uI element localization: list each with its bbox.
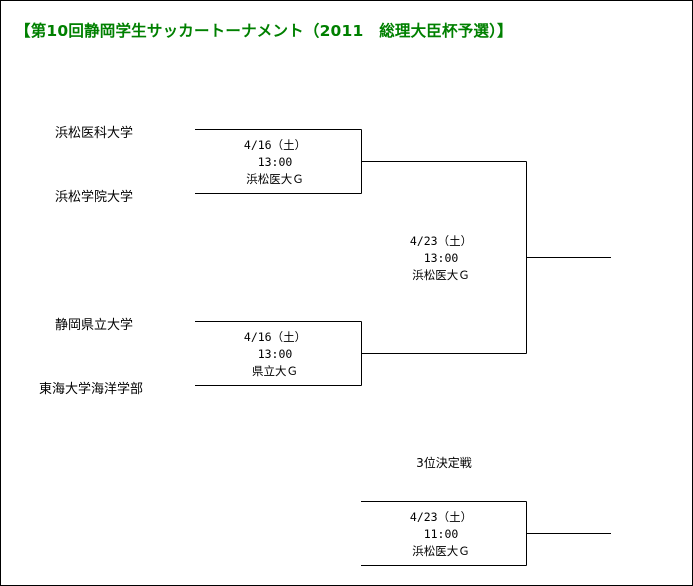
final-venue: 浜松医大Ｇ xyxy=(412,268,470,282)
third-place-label: 3位決定戦 xyxy=(416,456,472,470)
team-2: 浜松学院大学 xyxy=(55,190,134,205)
page-title: 【第10回静岡学生サッカートーナメント（2011 総理大臣杯予選）】 xyxy=(15,22,513,40)
sf1-time: 13:00 xyxy=(257,155,293,169)
third-time: 11:00 xyxy=(423,527,459,541)
sf2-date: 4/16（土） xyxy=(243,330,307,344)
final-time: 13:00 xyxy=(423,251,459,265)
team-1: 浜松医科大学 xyxy=(55,126,134,141)
sf2-venue: 県立大Ｇ xyxy=(252,364,298,378)
sf1-venue: 浜松医大Ｇ xyxy=(246,172,304,186)
third-date: 4/23（土） xyxy=(409,510,473,524)
sf1-date: 4/16（土） xyxy=(243,138,307,152)
team-4: 東海大学海洋学部 xyxy=(39,382,144,397)
final-date: 4/23（土） xyxy=(409,234,473,248)
third-venue: 浜松医大Ｇ xyxy=(412,544,470,558)
team-3: 静岡県立大学 xyxy=(55,318,134,333)
sf2-time: 13:00 xyxy=(257,347,293,361)
